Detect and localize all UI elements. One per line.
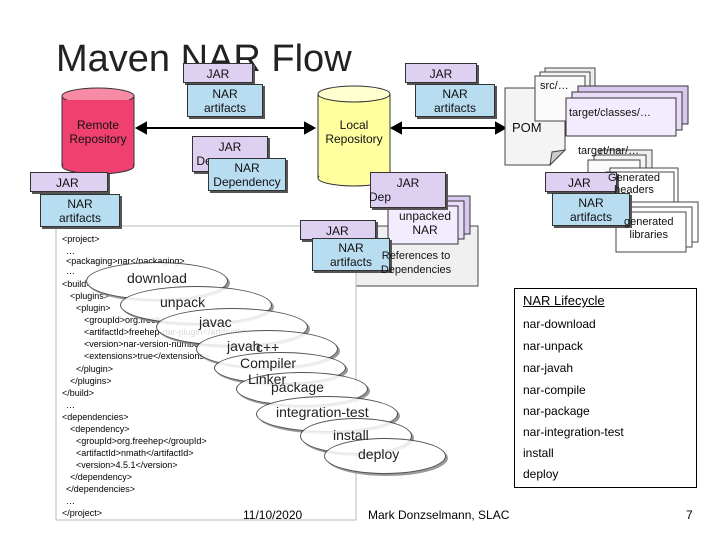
generated-headers-label: Generated headers bbox=[608, 172, 660, 196]
nar-artifacts-box-left: NAR artifacts bbox=[40, 194, 120, 227]
arrows bbox=[134, 121, 508, 135]
xml-line: … bbox=[66, 496, 75, 506]
goal-cpp: c++ bbox=[256, 339, 280, 355]
goal-unpack: unpack bbox=[160, 294, 206, 310]
goal-deploy: deploy bbox=[358, 446, 400, 462]
goal-compiler: Compiler bbox=[240, 355, 297, 371]
xml-line: </build> bbox=[62, 388, 95, 398]
xml-line: <plugin> bbox=[76, 303, 111, 313]
generated-libraries-stack bbox=[615, 201, 699, 253]
lifecycle-title: NAR Lifecycle bbox=[523, 293, 605, 308]
xml-line: <project> bbox=[62, 234, 100, 244]
nar-lifecycle-panel: NAR Lifecycle nar-download nar-unpack na… bbox=[514, 288, 697, 488]
jar-box-left: JAR bbox=[30, 172, 108, 192]
footer-page-number: 7 bbox=[686, 508, 693, 522]
lifecycle-item: nar-integration-test bbox=[523, 425, 624, 439]
lifecycle-item: nar-javah bbox=[523, 361, 574, 375]
goal-install: install bbox=[333, 427, 369, 443]
target-classes-stack bbox=[565, 85, 689, 137]
xml-line: <version>nar-version-number</version> bbox=[84, 339, 245, 349]
nar-artifacts-box-top-right: NAR artifacts bbox=[415, 84, 495, 117]
local-repository-label: Local Repository bbox=[325, 118, 383, 146]
references-label: References to Dependencies bbox=[380, 250, 452, 276]
xml-line: … bbox=[66, 400, 75, 410]
generated-libraries-label: generated libraries bbox=[624, 216, 674, 241]
xml-line: <version>4.5.1</version> bbox=[76, 460, 178, 470]
jar-label-right: JAR bbox=[396, 176, 420, 190]
goal-javac: javac bbox=[199, 314, 232, 330]
nar-artifacts-box-right: NAR artifacts bbox=[552, 193, 630, 226]
xml-line: </plugin> bbox=[76, 364, 114, 374]
goal-package: package bbox=[271, 379, 324, 395]
lifecycle-item: nar-package bbox=[523, 404, 590, 418]
goal-javah: javah bbox=[227, 338, 261, 354]
jar-box-top: JAR bbox=[183, 63, 253, 83]
xml-line: <build> bbox=[62, 279, 92, 289]
lifecycle-item: nar-download bbox=[523, 317, 596, 331]
unpacked-nar-label: unpacked NAR bbox=[398, 209, 452, 237]
jar-box-right: JAR bbox=[545, 172, 617, 192]
xml-line: <packaging>nar</packaging> bbox=[66, 256, 185, 266]
jar-box-lower: JAR bbox=[300, 220, 376, 240]
xml-line: </project> bbox=[62, 508, 103, 518]
xml-line: … bbox=[66, 266, 75, 276]
remote-repository-cylinder bbox=[61, 87, 135, 175]
xml-line: </dependency> bbox=[70, 472, 133, 482]
lifecycle-item: nar-compile bbox=[523, 383, 586, 397]
jar-label: JAR bbox=[218, 140, 242, 154]
nar-dependency-box: NAR Dependency bbox=[208, 158, 286, 191]
footer-author: Mark Donzselmann, SLAC bbox=[368, 508, 510, 522]
xml-line: <extensions>true</extensions> bbox=[84, 351, 210, 361]
footer-date: 11/10/2020 bbox=[243, 508, 303, 522]
goal-download: download bbox=[127, 270, 187, 286]
xml-line: <plugins> bbox=[70, 291, 110, 301]
goal-ellipse-deploy bbox=[324, 438, 446, 474]
xml-line: </plugins> bbox=[70, 376, 112, 386]
remote-repository-label: Remote Repository bbox=[69, 118, 127, 146]
pom-label: POM bbox=[512, 120, 542, 135]
lifecycle-item: install bbox=[523, 446, 554, 460]
dependency-partial-label: De bbox=[196, 154, 212, 168]
lifecycle-item: nar-unpack bbox=[523, 339, 584, 353]
lifecycle-item: deploy bbox=[523, 467, 559, 481]
dep-partial-label: Dep bbox=[368, 190, 391, 204]
xml-line: … bbox=[66, 246, 75, 256]
xml-line: <groupId>org.freehep</groupId> bbox=[76, 436, 207, 446]
goal-linker: Linker bbox=[248, 371, 287, 387]
nar-artifacts-box-lower: NAR artifacts bbox=[312, 238, 390, 271]
xml-line: <dependency> bbox=[70, 424, 130, 434]
nar-artifacts-box-top: NAR artifacts bbox=[187, 84, 263, 117]
jar-box-top-right: JAR bbox=[405, 63, 477, 83]
target-nar-label: target/nar/… bbox=[578, 145, 640, 157]
goal-integration-test: integration-test bbox=[276, 404, 369, 420]
jar-dep-box-right: JAR Dep bbox=[368, 172, 446, 208]
xml-line: <dependencies> bbox=[62, 412, 129, 422]
xml-line: <artifactId>nmath</artifactId> bbox=[76, 448, 194, 458]
xml-line: </dependencies> bbox=[66, 484, 136, 494]
target-classes-label: target/classes/… bbox=[569, 107, 651, 119]
src-label: src/… bbox=[540, 80, 569, 92]
